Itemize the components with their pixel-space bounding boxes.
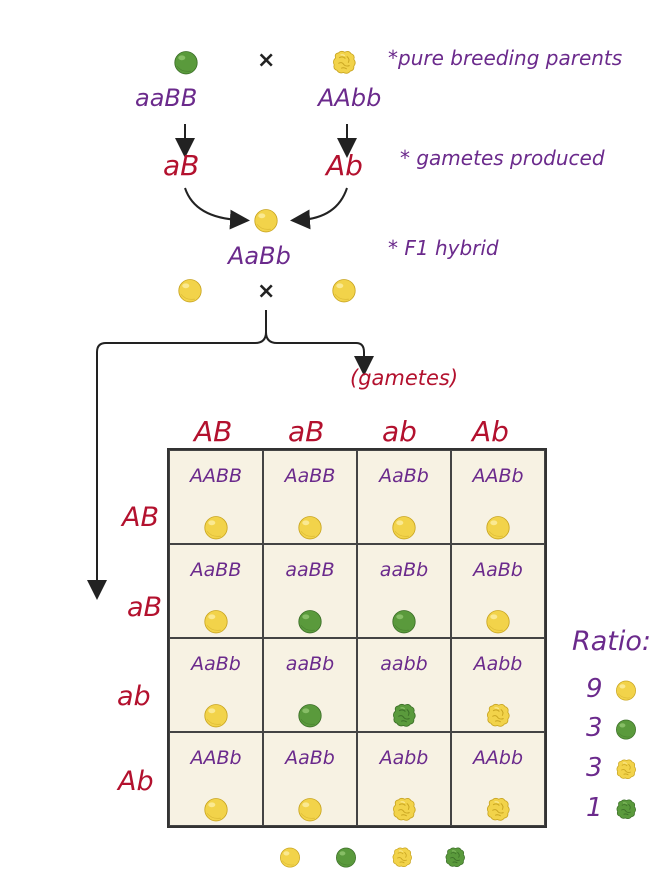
cell-genotype: AaBb (191, 653, 241, 675)
punnett-cell: AaBb (451, 544, 545, 638)
punnett-cell: aaBb (357, 544, 451, 638)
punnett-cell: aabb (357, 638, 451, 732)
arrow-to-rows (87, 310, 267, 600)
cell-genotype: AABB (189, 465, 243, 487)
green-round-pea-icon (334, 845, 358, 869)
f1-pea-icon (252, 206, 280, 234)
yellow-round-pea-icon (484, 607, 512, 635)
ratio-count: 1 (586, 793, 603, 823)
yellow-round-pea-icon (390, 513, 418, 541)
parent-left-pea-icon (172, 48, 200, 76)
parents-note: *pure breeding parents (388, 46, 623, 70)
f1-genotype: AaBb (228, 242, 291, 270)
ratio-count: 3 (586, 713, 603, 743)
row-header: AB (122, 502, 159, 533)
yellow-round-pea-icon (614, 678, 638, 702)
yellow-round-pea-icon (278, 845, 302, 869)
cell-genotype: AaBb (473, 559, 523, 581)
cell-genotype: AaBb (285, 747, 335, 769)
arrow-left-curve (184, 187, 250, 230)
yellow-round-pea-icon (202, 513, 230, 541)
punnett-cell: AaBb (263, 732, 357, 826)
ratio-count: 9 (586, 674, 603, 704)
yellow-round-pea-icon (296, 795, 324, 823)
punnett-cell: Aabb (357, 732, 451, 826)
parents-cross-symbol: × (257, 48, 276, 73)
row-header: aB (127, 592, 163, 623)
cell-genotype: AABb (472, 465, 524, 487)
punnett-cell: AABb (169, 732, 263, 826)
cell-genotype: aaBb (379, 559, 429, 581)
gametes-note: * gametes produced (400, 146, 605, 170)
punnett-cell: aaBb (263, 638, 357, 732)
f1-cross-symbol: × (257, 279, 276, 304)
yellow-round-pea-icon (484, 513, 512, 541)
column-header: AB (194, 415, 233, 448)
cell-genotype: Aabb (379, 747, 429, 769)
punnett-cell: Aabb (451, 638, 545, 732)
column-header: ab (382, 415, 417, 448)
cell-genotype: aabb (380, 653, 428, 675)
cell-genotype: aaBb (285, 653, 335, 675)
row-header: ab (117, 681, 151, 712)
green-round-pea-icon (390, 607, 418, 635)
punnett-cell: AaBb (169, 638, 263, 732)
green-wrinkled-pea-icon (614, 797, 638, 821)
punnett-cell: AaBB (263, 450, 357, 544)
yellow-wrinkled-pea-icon (390, 845, 414, 869)
ratio-count: 3 (586, 753, 603, 783)
yellow-wrinkled-pea-icon (484, 795, 512, 823)
cell-genotype: aaBB (285, 559, 335, 581)
yellow-round-pea-icon (202, 701, 230, 729)
green-round-pea-icon (296, 607, 324, 635)
punnett-cell: AABB (169, 450, 263, 544)
punnett-cell: AaBB (169, 544, 263, 638)
cell-genotype: AAbb (472, 747, 524, 769)
f1-note: * F1 hybrid (388, 236, 499, 260)
f1-cross-right-pea-icon (330, 276, 358, 304)
gametes-label: (gametes) (350, 366, 459, 390)
column-header: Ab (472, 415, 509, 448)
green-wrinkled-pea-icon (390, 701, 418, 729)
gamete-left: aB (163, 149, 200, 182)
yellow-wrinkled-pea-icon (614, 757, 638, 781)
arrow-right-curve (290, 187, 348, 230)
punnett-cell: AaBb (357, 450, 451, 544)
punnett-cell: AABb (451, 450, 545, 544)
cell-genotype: AaBB (284, 465, 336, 487)
cell-genotype: AABb (190, 747, 242, 769)
f1-cross-left-pea-icon (176, 276, 204, 304)
punnett-cell: aaBB (263, 544, 357, 638)
yellow-wrinkled-pea-icon (390, 795, 418, 823)
yellow-wrinkled-pea-icon (484, 701, 512, 729)
column-header: aB (288, 415, 325, 448)
parent-left-genotype: aaBB (135, 84, 198, 112)
green-wrinkled-pea-icon (443, 845, 467, 869)
punnett-cell: AAbb (451, 732, 545, 826)
gamete-right: Ab (326, 149, 363, 182)
yellow-round-pea-icon (202, 795, 230, 823)
cell-genotype: Aabb (473, 653, 523, 675)
green-round-pea-icon (614, 717, 638, 741)
yellow-round-pea-icon (296, 513, 324, 541)
parent-right-genotype: AAbb (318, 84, 382, 112)
yellow-round-pea-icon (202, 607, 230, 635)
green-round-pea-icon (296, 701, 324, 729)
parent-right-pea-icon (330, 48, 358, 76)
arrow-to-columns (265, 331, 374, 376)
row-header: Ab (118, 766, 154, 797)
cell-genotype: AaBb (379, 465, 429, 487)
ratio-title: Ratio: (572, 626, 652, 657)
cell-genotype: AaBB (190, 559, 242, 581)
